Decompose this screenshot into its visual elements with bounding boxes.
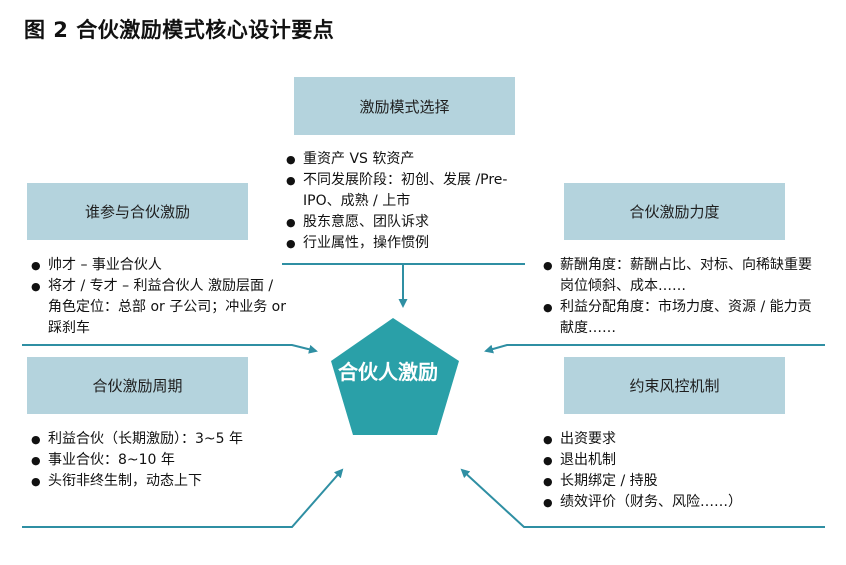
list-item-text: 股东意愿、团队诉求 bbox=[303, 214, 429, 230]
list-item-text: 行业属性，操作惯例 bbox=[303, 235, 429, 251]
list-item-text: 将才 / 专才 – 利益合伙人 激励层面 / 角色定位：总部 or 子公司；冲业… bbox=[48, 278, 286, 336]
left-bottom-arrow bbox=[22, 468, 344, 528]
box-incentive-period: 合伙激励周期 bbox=[27, 357, 248, 414]
list-item: ● 重资产 VS 软资产 bbox=[286, 149, 534, 170]
list-item: ● 薪酬角度：薪酬占比、对标、向稀缺重要岗位倾斜、成本…… bbox=[543, 255, 815, 297]
list-item: ● 将才 / 专才 – 利益合伙人 激励层面 / 角色定位：总部 or 子公司；冲… bbox=[31, 276, 289, 339]
list-item: ● 长期绑定 / 持股 bbox=[543, 471, 815, 492]
list-item: ● 退出机制 bbox=[543, 450, 815, 471]
box-incentive-intensity: 合伙激励力度 bbox=[564, 183, 785, 240]
list-item: ● 头衔非终生制，动态上下 bbox=[31, 471, 291, 492]
list-item: ● 事业合伙：8~10 年 bbox=[31, 450, 291, 471]
bullet-icon: ● bbox=[543, 301, 553, 314]
list-item-text: 利益合伙（长期激励）：3~5 年 bbox=[48, 431, 243, 447]
list-incentive-period: ● 利益合伙（长期激励）：3~5 年 ● 事业合伙：8~10 年 ● 头衔非终生制，动态上… bbox=[31, 429, 291, 492]
center-pentagon bbox=[331, 318, 459, 435]
bullet-icon: ● bbox=[31, 259, 41, 272]
center-label: 合伙人激励 bbox=[338, 360, 438, 384]
left-top-arrow bbox=[22, 344, 318, 354]
list-item: ● 股东意愿、团队诉求 bbox=[286, 212, 534, 233]
bullet-icon: ● bbox=[543, 475, 553, 488]
right-bottom-arrow bbox=[460, 468, 825, 528]
list-item: ● 利益合伙（长期激励）：3~5 年 bbox=[31, 429, 291, 450]
list-item-text: 绩效评价（财务、风险……） bbox=[560, 494, 742, 510]
list-item-text: 长期绑定 / 持股 bbox=[560, 473, 658, 489]
bullet-icon: ● bbox=[543, 433, 553, 446]
bullet-icon: ● bbox=[31, 280, 41, 293]
box-mode-selection: 激励模式选择 bbox=[294, 77, 515, 135]
list-risk-control: ● 出资要求 ● 退出机制 ● 长期绑定 / 持股 ● 绩效评价（财务、风险……） bbox=[543, 429, 815, 513]
list-item-text: 不同发展阶段：初创、发展 /Pre-IPO、成熟 / 上市 bbox=[303, 172, 508, 209]
list-item: ● 不同发展阶段：初创、发展 /Pre-IPO、成熟 / 上市 bbox=[286, 170, 534, 212]
box-participants: 谁参与合伙激励 bbox=[27, 183, 248, 240]
list-mode-selection: ● 重资产 VS 软资产 ● 不同发展阶段：初创、发展 /Pre-IPO、成熟 / 上… bbox=[286, 149, 534, 254]
list-item: ● 绩效评价（财务、风险……） bbox=[543, 492, 815, 513]
list-item-text: 退出机制 bbox=[560, 452, 616, 468]
bullet-icon: ● bbox=[543, 454, 553, 467]
bullet-icon: ● bbox=[286, 216, 296, 229]
list-item: ● 帅才 – 事业合伙人 bbox=[31, 255, 289, 276]
list-participants: ● 帅才 – 事业合伙人 ● 将才 / 专才 – 利益合伙人 激励层面 / 角色定位：… bbox=[31, 255, 289, 339]
list-item-text: 事业合伙：8~10 年 bbox=[48, 452, 175, 468]
bullet-icon: ● bbox=[286, 153, 296, 166]
bullet-icon: ● bbox=[31, 454, 41, 467]
bullet-icon: ● bbox=[286, 174, 296, 187]
list-item-text: 利益分配角度：市场力度、资源 / 能力贡献度…… bbox=[560, 299, 812, 336]
list-item: ● 利益分配角度：市场力度、资源 / 能力贡献度…… bbox=[543, 297, 815, 339]
bullet-icon: ● bbox=[286, 237, 296, 250]
list-item-text: 重资产 VS 软资产 bbox=[303, 151, 415, 167]
list-item-text: 头衔非终生制，动态上下 bbox=[48, 473, 202, 489]
list-incentive-intensity: ● 薪酬角度：薪酬占比、对标、向稀缺重要岗位倾斜、成本…… ● 利益分配角度：市场力度… bbox=[543, 255, 815, 339]
right-top-arrow bbox=[484, 344, 825, 354]
bullet-icon: ● bbox=[543, 496, 553, 509]
list-item-text: 薪酬角度：薪酬占比、对标、向稀缺重要岗位倾斜、成本…… bbox=[560, 257, 812, 294]
list-item: ● 行业属性，操作惯例 bbox=[286, 233, 534, 254]
box-risk-control: 约束风控机制 bbox=[564, 357, 785, 414]
list-item-text: 出资要求 bbox=[560, 431, 616, 447]
bullet-icon: ● bbox=[31, 475, 41, 488]
figure-title: 图 2 合伙激励模式核心设计要点 bbox=[24, 18, 335, 42]
list-item: ● 出资要求 bbox=[543, 429, 815, 450]
bullet-icon: ● bbox=[31, 433, 41, 446]
list-item-text: 帅才 – 事业合伙人 bbox=[48, 257, 162, 273]
bullet-icon: ● bbox=[543, 259, 553, 272]
